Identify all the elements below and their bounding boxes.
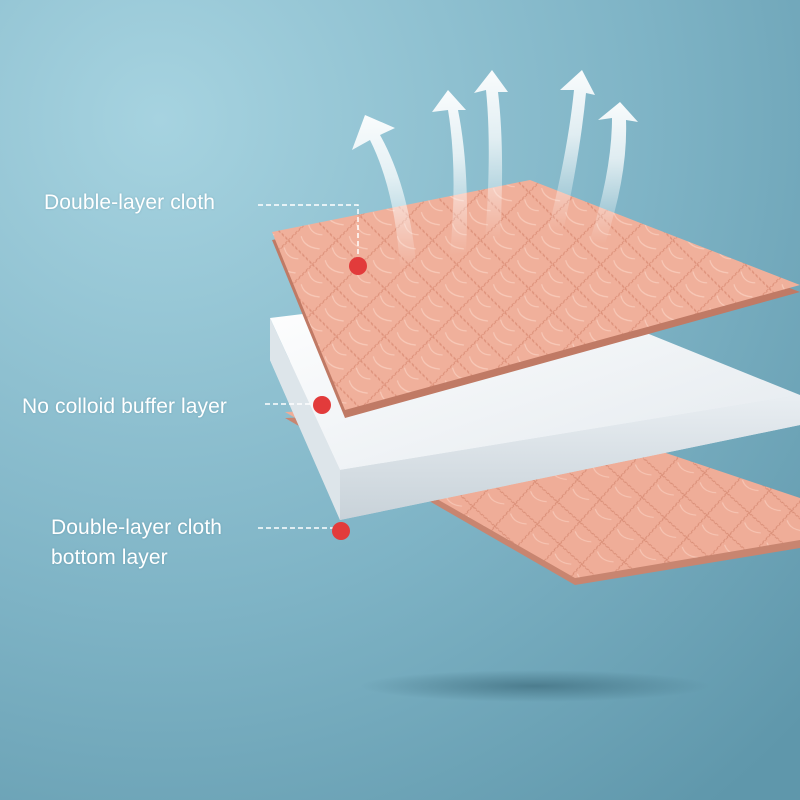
floor-shadow bbox=[360, 670, 710, 702]
label-buffer-layer: No colloid buffer layer bbox=[22, 395, 228, 418]
arrow-up-icon bbox=[432, 90, 467, 255]
label-bottom-line2: bottom layer bbox=[51, 546, 168, 569]
marker-top-dot bbox=[349, 257, 367, 275]
label-top-layer: Double-layer cloth bbox=[44, 191, 216, 214]
arrow-up-icon bbox=[548, 70, 595, 232]
arrow-up-icon bbox=[590, 102, 638, 244]
arrow-up-icon bbox=[474, 70, 508, 240]
marker-bottom-dot bbox=[332, 522, 350, 540]
label-bottom-layer: Double-layer cloth bottom layer bbox=[51, 513, 222, 573]
callout-lines bbox=[258, 204, 359, 529]
arrow-up-icon bbox=[352, 115, 416, 268]
airflow-arrows bbox=[352, 70, 638, 268]
marker-middle-dot bbox=[313, 396, 331, 414]
label-bottom-line1: Double-layer cloth bbox=[51, 516, 223, 539]
callout-markers bbox=[313, 257, 367, 540]
